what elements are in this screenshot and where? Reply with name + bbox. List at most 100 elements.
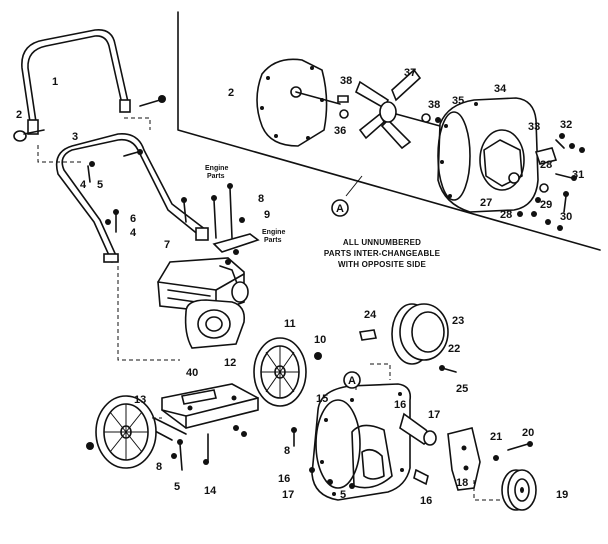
lower-handle — [55, 133, 209, 263]
bolt-16-lower — [309, 467, 355, 489]
part-number: 1 — [52, 76, 58, 88]
part-number: 35 — [452, 95, 464, 107]
callout-a-top-circle — [331, 199, 349, 217]
part-number: 12 — [224, 357, 236, 369]
note-line-1: ALL UNNUMBERED — [343, 238, 421, 247]
wheel-left — [86, 395, 157, 469]
part-number: 16 — [394, 399, 406, 411]
part-number: 2 — [16, 109, 22, 121]
part-number: 15 — [316, 393, 328, 405]
hardware-32-31 — [534, 133, 585, 165]
part-number: 14 — [204, 485, 217, 497]
part-number: 24 — [364, 309, 377, 321]
part-number: 6 — [130, 213, 136, 225]
hardware-30-29 — [535, 173, 577, 213]
part-number: 7 — [164, 239, 170, 251]
part-number: 31 — [572, 169, 584, 181]
upper-handle — [21, 28, 131, 135]
bolt-10 — [314, 352, 322, 360]
blower-housing-lower — [311, 383, 412, 501]
part-number: 19 — [556, 489, 568, 501]
part-number: 8 — [258, 193, 264, 205]
callout-a-bottom-circle — [343, 371, 361, 389]
part-number: 38 — [340, 75, 352, 87]
part-number: 29 — [540, 199, 552, 211]
leader-callout-a-top — [345, 175, 363, 197]
part-number: 8 — [284, 445, 290, 457]
frame-bolts — [171, 425, 297, 471]
part-number: 20 — [522, 427, 534, 439]
hardware-27-28 — [508, 172, 563, 231]
callout-a-top: A — [336, 203, 344, 215]
part-number: 16 — [278, 473, 290, 485]
part-number: 10 — [314, 334, 326, 346]
part-number: 27 — [480, 197, 492, 209]
leader-engine — [117, 266, 180, 361]
backplate — [256, 58, 341, 147]
hardware-35-34 — [421, 113, 441, 123]
part-number: 17 — [428, 409, 440, 421]
part-number: 33 — [528, 121, 540, 133]
callout-a-bottom: A — [348, 375, 356, 387]
leader-dash-1 — [37, 145, 82, 163]
part-number: 25 — [456, 383, 468, 395]
impeller — [354, 68, 441, 150]
part-number: 38 — [428, 99, 440, 111]
wheel-small — [501, 469, 537, 511]
part-number: 3 — [72, 131, 78, 143]
engine — [157, 257, 249, 349]
base-frame — [137, 383, 259, 441]
part-number: 4 — [130, 227, 137, 239]
part-number: 18 — [456, 477, 468, 489]
pin-18 — [413, 468, 429, 486]
part-number: 23 — [452, 315, 464, 327]
clip-25 — [359, 329, 377, 341]
hardware-37-38 — [337, 95, 349, 119]
part-number: 37 — [404, 67, 416, 79]
part-number-labels: 1 2 3 4 5 6 4 7 8 9 11 10 12 13 40 8 8 5… — [16, 67, 584, 507]
engine-parts-label-2b: Parts — [264, 237, 282, 244]
part-number: 9 — [264, 209, 270, 221]
part-number: 28 — [540, 159, 552, 171]
part-number: 2 — [228, 87, 234, 99]
part-number: 30 — [560, 211, 572, 223]
bolt-upper-right — [139, 95, 166, 107]
part-number: 17 — [282, 489, 294, 501]
part-number: 8 — [156, 461, 162, 473]
bolt-handle-right — [123, 149, 143, 157]
part-number: 40 — [186, 367, 198, 379]
part-number: 21 — [490, 431, 502, 443]
engine-parts-label-1b: Parts — [207, 173, 225, 180]
part-number: 22 — [448, 343, 460, 355]
part-number: 11 — [284, 318, 296, 330]
leader-25-23 — [370, 363, 391, 380]
part-number: 5 — [340, 489, 346, 501]
note-line-3: WITH OPPOSITE SIDE — [338, 260, 427, 269]
wheel-right — [253, 337, 307, 407]
part-number: 28 — [500, 209, 512, 221]
part-number: 5 — [174, 481, 180, 493]
leader-19 — [473, 480, 500, 501]
engine-parts-label-1: Engine — [205, 165, 228, 172]
pin-16-17 — [399, 412, 437, 446]
note-line-2: PARTS INTER-CHANGEABLE — [324, 249, 441, 258]
inset-border — [177, 11, 601, 251]
engine-parts-label-2: Engine — [262, 229, 285, 236]
bolt-2 — [13, 129, 45, 142]
part-number: 5 — [97, 179, 103, 191]
part-number: 32 — [560, 119, 572, 131]
part-number: 13 — [134, 394, 146, 406]
blower-housing-upper — [437, 97, 539, 213]
part-number: 16 — [420, 495, 432, 507]
part-number: 4 — [80, 179, 87, 191]
bolt-6-4 — [105, 209, 119, 233]
part-number: 36 — [334, 125, 346, 137]
leader-dash-2 — [124, 117, 151, 130]
engine-bolts — [211, 183, 260, 265]
bolt-4-5 — [87, 161, 95, 183]
bolt-handle-lower-right — [181, 197, 187, 223]
part-number: 34 — [494, 83, 507, 95]
cover-plate — [391, 303, 457, 373]
